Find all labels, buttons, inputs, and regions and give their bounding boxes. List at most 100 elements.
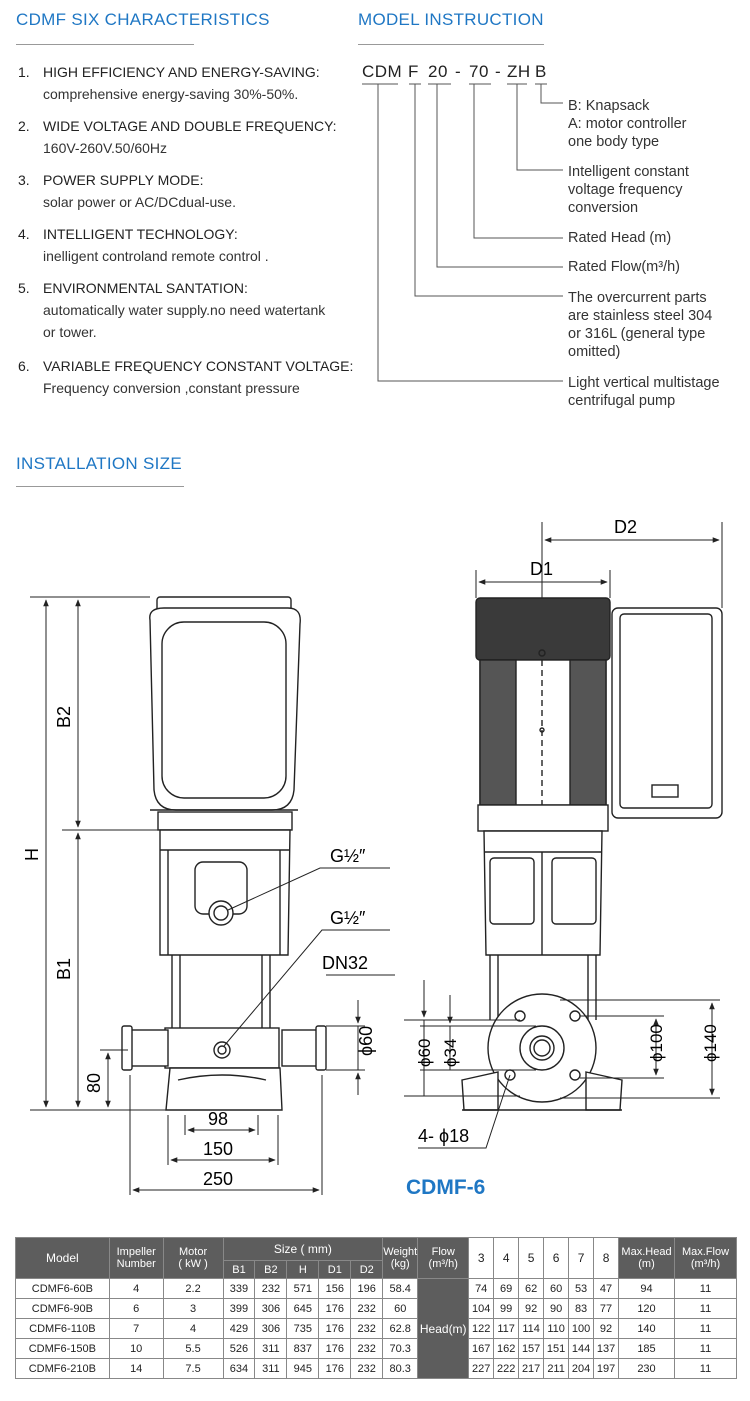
cell-head-value: 83 — [568, 1298, 595, 1319]
dim-98-label: 98 — [208, 1109, 228, 1129]
dim-4phi18-label: 4- ϕ18 — [418, 1126, 469, 1146]
model-code-f: F — [408, 62, 419, 81]
model-code-sep1: - — [455, 62, 462, 81]
characteristic-number: 6. — [18, 358, 30, 374]
cell-motor: 4 — [162, 1318, 224, 1339]
characteristic-item: 5.ENVIRONMENTAL SANTATION:automatically … — [18, 277, 363, 343]
cell-weight: 58.4 — [382, 1278, 419, 1299]
label-cdm-line2: centrifugal pump — [568, 393, 676, 409]
cell-b2: 311 — [254, 1358, 288, 1379]
characteristic-item: 1.HIGH EFFICIENCY AND ENERGY-SAVING:comp… — [18, 61, 363, 105]
cell-impeller: 7 — [108, 1318, 164, 1339]
characteristic-description: inelligent controland remote control . — [43, 248, 269, 264]
characteristic-heading: ENVIRONMENTAL SANTATION: — [43, 280, 248, 296]
model-code-flow: 20 — [428, 62, 448, 81]
model-leader-lines — [362, 83, 563, 382]
characteristic-item: 6.VARIABLE FREQUENCY CONSTANT VOLTAGE:Fr… — [18, 355, 363, 399]
installation-title: INSTALLATION SIZE — [16, 454, 183, 473]
cell-head-value: 92 — [593, 1318, 620, 1339]
cell-d1: 156 — [318, 1278, 352, 1299]
cell-b2: 311 — [254, 1338, 288, 1359]
cell-d2: 232 — [350, 1318, 384, 1339]
dim-150-label: 150 — [203, 1139, 233, 1159]
dim-g-half-upper: G½″ — [330, 846, 366, 866]
front-view — [121, 596, 327, 1111]
label-rated-head: Rated Head (m) — [568, 230, 672, 246]
cell-impeller: 6 — [108, 1298, 164, 1319]
cell-head-value: 77 — [593, 1298, 620, 1319]
cell-head-label: Head(m) — [417, 1278, 470, 1379]
characteristic-heading: HIGH EFFICIENCY AND ENERGY-SAVING: — [43, 64, 320, 80]
dim-80-label: 80 — [84, 1073, 104, 1093]
label-zh-line2: voltage frequency — [568, 182, 683, 198]
dim-d1-label: D1 — [530, 559, 553, 579]
cell-maxflow: 11 — [673, 1338, 738, 1359]
cell-head-value: 60 — [543, 1278, 570, 1299]
cell-head-value: 99 — [493, 1298, 520, 1319]
cell-head-value: 117 — [493, 1318, 520, 1339]
cell-b1: 634 — [222, 1358, 256, 1379]
cell-maxhead: 230 — [618, 1358, 675, 1379]
th-maxhead-line2: (m) — [638, 1258, 655, 1270]
cell-head-value: 110 — [543, 1318, 570, 1339]
characteristic-description: comprehensive energy-saving 30%-50%. — [43, 86, 299, 102]
cell-motor: 3 — [162, 1298, 224, 1319]
cell-maxhead: 120 — [618, 1298, 675, 1319]
th-motor-line1: Motor — [179, 1246, 208, 1258]
cell-h: 571 — [286, 1278, 320, 1299]
cell-d2: 196 — [350, 1278, 384, 1299]
th-weight-line1: Weight — [383, 1246, 418, 1258]
th-maxflow-line2: (m³/h) — [690, 1258, 721, 1270]
cell-maxhead: 185 — [618, 1338, 675, 1359]
characteristic-description-cont: or tower. — [43, 324, 97, 340]
cell-head-value: 114 — [518, 1318, 545, 1339]
characteristic-heading: POWER SUPPLY MODE: — [43, 172, 204, 188]
cell-head-value: 74 — [468, 1278, 495, 1299]
cell-head-value: 197 — [593, 1358, 620, 1379]
cell-weight: 70.3 — [382, 1338, 419, 1359]
characteristic-description: 160V-260V.50/60Hz — [43, 140, 168, 156]
cell-maxflow: 11 — [673, 1298, 738, 1319]
th-d1: D1 — [318, 1260, 352, 1279]
th-weight: Weight(kg) — [382, 1237, 419, 1279]
cell-h: 645 — [286, 1298, 320, 1319]
th-maxflow: Max.Flow(m³/h) — [673, 1237, 738, 1279]
label-b-line1: B: Knapsack — [568, 98, 650, 114]
dim-b1-label: B1 — [54, 958, 74, 980]
cell-d2: 232 — [350, 1298, 384, 1319]
side-view — [461, 597, 723, 1111]
cell-head-value: 69 — [493, 1278, 520, 1299]
cell-impeller: 4 — [108, 1278, 164, 1299]
characteristic-number: 4. — [18, 226, 30, 242]
characteristic-number: 2. — [18, 118, 30, 134]
cell-model: CDMF6-90B — [15, 1298, 110, 1319]
characteristic-item: 2. WIDE VOLTAGE AND DOUBLE FREQUENCY: 160V… — [18, 115, 363, 159]
characteristics-rule — [16, 44, 194, 45]
cell-h: 837 — [286, 1338, 320, 1359]
characteristic-heading: WIDE VOLTAGE AND DOUBLE FREQUENCY: — [43, 118, 337, 134]
cell-weight: 80.3 — [382, 1358, 419, 1379]
cell-maxflow: 11 — [673, 1318, 738, 1339]
cell-head-value: 137 — [593, 1338, 620, 1359]
cell-b1: 429 — [222, 1318, 256, 1339]
cell-motor: 2.2 — [162, 1278, 224, 1299]
cell-head-value: 144 — [568, 1338, 595, 1359]
model-rule — [358, 44, 544, 45]
cell-b1: 339 — [222, 1278, 256, 1299]
th-weight-line2: (kg) — [390, 1258, 410, 1270]
th-flow-line2: (m³/h) — [428, 1258, 458, 1270]
dim-h-label: H — [22, 848, 42, 861]
cell-model: CDMF6-110B — [15, 1318, 110, 1339]
dim-d2-label: D2 — [614, 517, 637, 537]
characteristic-description: Frequency conversion ,constant pressure — [43, 380, 300, 396]
th-model: Model — [15, 1237, 110, 1279]
installation-drawing: H B2 B1 80 98 150 250 G½″ G½″ DN32 ϕ60 — [22, 517, 723, 1195]
cell-b1: 526 — [222, 1338, 256, 1359]
label-b-line3: one body type — [568, 134, 660, 150]
cell-impeller: 14 — [108, 1358, 164, 1379]
th-q-3: 3 — [468, 1237, 495, 1279]
cell-head-value: 100 — [568, 1318, 595, 1339]
